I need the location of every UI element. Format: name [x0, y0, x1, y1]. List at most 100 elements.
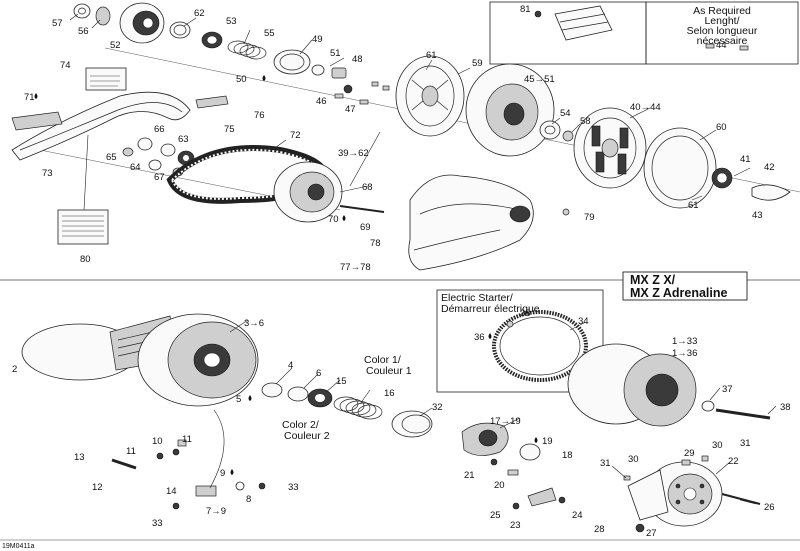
callout: 30 — [712, 440, 723, 451]
callout: 19 — [542, 436, 553, 447]
callout: 62 — [194, 8, 205, 19]
washer-57 — [73, 3, 91, 19]
callout: 39→62 — [338, 148, 369, 159]
bolt-69 — [339, 205, 385, 213]
washer-11b — [172, 448, 180, 456]
callout: 68 — [362, 182, 373, 193]
ring-65 — [122, 147, 134, 157]
callout: 74 — [60, 60, 71, 71]
callout: 18 — [562, 450, 573, 461]
screw-44b — [739, 45, 749, 51]
spider-cover-hub — [142, 17, 154, 29]
length-note-line1: As Required — [693, 5, 751, 17]
callout: 67 — [154, 172, 165, 183]
callout: 57 — [52, 18, 63, 29]
ring-18 — [519, 443, 541, 461]
shield-81-ribs — [559, 13, 609, 31]
leader-lines — [69, 13, 777, 505]
callout: 61 — [426, 50, 437, 61]
ring-63a — [160, 143, 176, 157]
nut-21 — [490, 458, 498, 466]
callout: 63 — [178, 134, 189, 145]
lever-23 — [527, 487, 557, 507]
cover-78-edge2 — [413, 229, 501, 251]
callout: 32 — [432, 402, 443, 413]
callout: 5 — [236, 394, 241, 405]
bracket-43 — [751, 184, 791, 201]
callout: 77→78 — [340, 262, 371, 273]
callout: 76 — [254, 110, 265, 121]
screw-27 — [635, 523, 645, 533]
length-note-box — [645, 1, 799, 65]
clip-79 — [562, 208, 570, 216]
callout: 53 — [226, 16, 237, 27]
callout: 31 — [600, 458, 611, 469]
sleeve-32-bore — [401, 414, 431, 434]
screw-81 — [534, 10, 542, 18]
callout: 23 — [510, 520, 521, 531]
drum-3-6-bore — [203, 352, 221, 368]
nut-41-hole — [716, 172, 728, 184]
ring-gear-34-inner — [499, 316, 581, 376]
callout: 65 — [106, 152, 117, 163]
callout: 11 — [126, 446, 136, 457]
electric-starter-line2: Démarreur électrique — [441, 303, 540, 315]
callout: 17→19 — [490, 416, 521, 427]
washer-11 — [156, 452, 164, 460]
clip-51 — [311, 64, 325, 76]
callout: 80 — [80, 254, 91, 265]
glue-markers — [34, 75, 538, 475]
decal-80 — [57, 209, 109, 245]
callouts: 57 56 52 62 53 55 49 51 48 50 46 47 61 5… — [12, 4, 791, 539]
color1-line2: Couleur 1 — [366, 365, 412, 377]
length-note-line3: Selon longueur — [687, 25, 758, 37]
screw-50 — [343, 84, 353, 94]
callout: 25 — [490, 510, 501, 521]
callout: 7→9 — [206, 506, 226, 517]
seal-53-inner — [206, 35, 218, 45]
callout: 34 — [578, 316, 589, 327]
model-line2: MX Z Adrenaline — [630, 286, 728, 300]
callout: 75 — [224, 124, 235, 135]
callout: 31 — [740, 438, 751, 449]
roller-48 — [331, 67, 347, 79]
clip-10 — [177, 439, 187, 447]
shaft-71 — [11, 111, 63, 131]
callout: 49 — [312, 34, 323, 45]
decal-80-lines — [62, 215, 104, 237]
screw-35 — [506, 320, 514, 328]
cover-78-knob — [509, 205, 531, 223]
ring-66 — [137, 137, 153, 151]
belt-guard-73 — [11, 91, 191, 161]
callout: 24 — [572, 510, 583, 521]
callout: 1→36 — [672, 348, 697, 359]
callout: 22 — [728, 456, 739, 467]
callout: 61 — [688, 200, 699, 211]
callout: 9 — [220, 468, 225, 479]
callout: 64 — [130, 162, 141, 173]
nut-33a — [172, 502, 180, 510]
callout: 73 — [42, 168, 53, 179]
model-box — [622, 271, 748, 301]
callout: 48 — [352, 54, 363, 65]
ring-64 — [148, 159, 162, 171]
washer-58 — [562, 130, 574, 142]
callout: 50 — [236, 74, 247, 85]
color2-line1: Color 2/ — [282, 419, 319, 431]
cover-78-edge — [419, 203, 521, 215]
callout: 12 — [92, 482, 103, 493]
washer-37 — [701, 400, 715, 412]
callout: 44 — [716, 40, 727, 51]
callout: 27 — [646, 528, 657, 539]
spring-55 — [227, 40, 267, 60]
lead-80 — [83, 134, 89, 211]
callout: 78 — [370, 238, 381, 249]
callout: 2 — [12, 364, 17, 375]
callout: 40→44 — [630, 102, 661, 113]
callout: 30 — [628, 454, 639, 465]
callout: 11 — [182, 434, 192, 445]
callout: 35 — [520, 308, 531, 319]
cam-spokes — [583, 117, 637, 179]
springs-16 — [333, 396, 383, 420]
